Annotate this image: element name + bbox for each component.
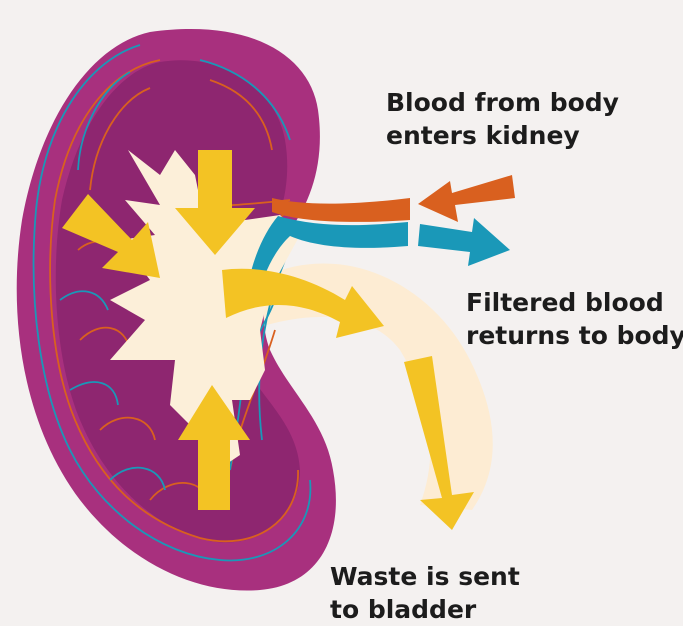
blood-in-arrow: [418, 175, 515, 222]
blood-in-label-line1: Blood from body: [386, 86, 619, 119]
blood-in-label: Blood from body enters kidney: [386, 86, 619, 152]
blood-out-label: Filtered blood returns to body: [466, 286, 683, 352]
blood-in-label-line2: enters kidney: [386, 119, 619, 152]
waste-label-line1: Waste is sent: [330, 560, 520, 593]
blood-out-label-line1: Filtered blood: [466, 286, 683, 319]
blood-out-arrow: [418, 218, 510, 266]
blood-out-label-line2: returns to body: [466, 319, 683, 352]
waste-label-line2: to bladder: [330, 593, 520, 626]
waste-label: Waste is sent to bladder: [330, 560, 520, 626]
